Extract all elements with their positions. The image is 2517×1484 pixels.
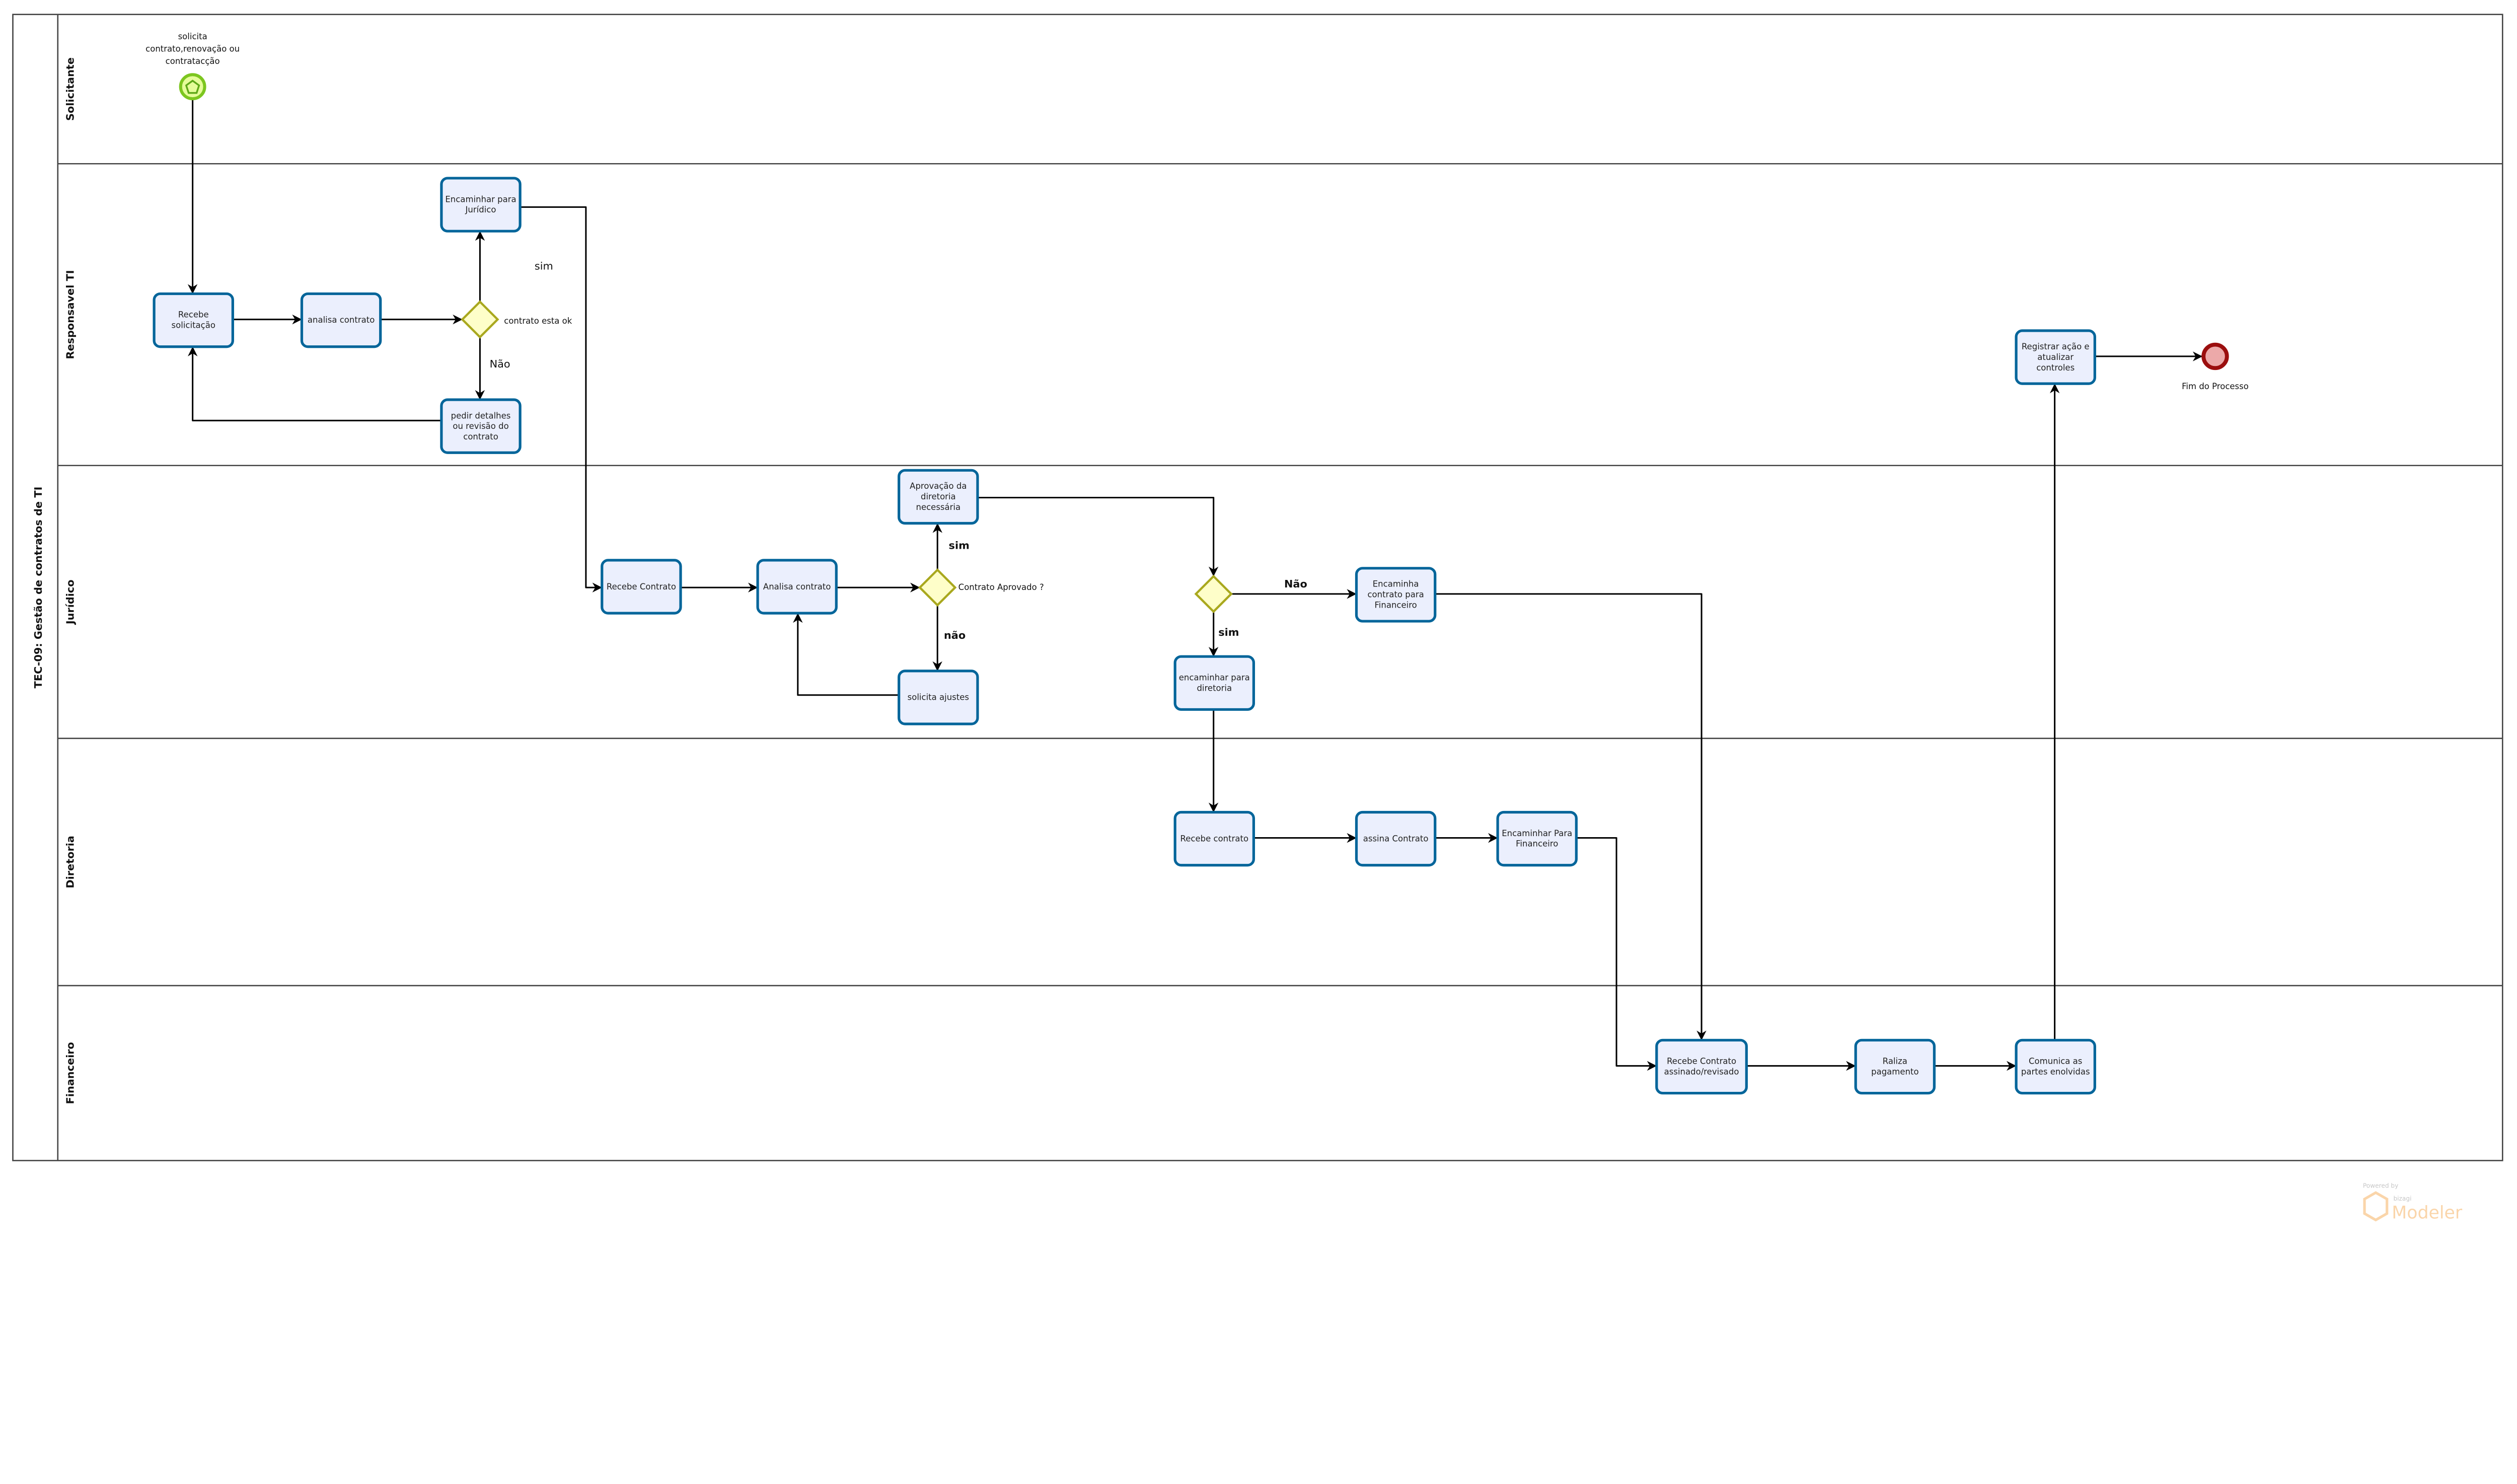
lane-diretoria: Diretoria <box>64 836 77 888</box>
task-label: analisa contrato <box>307 315 375 325</box>
task-encaminha-financeiro[interactable]: Encaminha contrato para Financeiro <box>1355 567 1437 623</box>
task-label: Encaminha contrato para Financeiro <box>1367 579 1424 610</box>
gateway-gw-contrato-ok[interactable] <box>461 300 499 339</box>
task-label: Encaminhar para Jurídico <box>445 194 516 215</box>
task-encaminhar-juridico[interactable]: Encaminhar para Jurídico <box>440 177 522 233</box>
start-event[interactable] <box>179 73 206 101</box>
pentagon-icon <box>185 80 200 94</box>
sequence-flow[interactable] <box>1435 593 1707 1041</box>
sequence-flow[interactable] <box>520 206 603 592</box>
task-label: Comunica as partes enolvidas <box>2021 1056 2090 1077</box>
sequence-flow[interactable] <box>977 496 1219 577</box>
task-label: Aprovação da diretoria necessária <box>910 481 967 512</box>
lane-solicitante: Solicitante <box>64 57 77 121</box>
start-event-label: solicita contrato,renovação ou contratac… <box>145 32 240 66</box>
task-assina-contrato[interactable]: assina Contrato <box>1355 810 1437 867</box>
bizagi-logo-icon <box>2363 1191 2389 1222</box>
gateway-label: Contrato Aprovado ? <box>958 582 1044 592</box>
task-comunica-partes[interactable]: Comunica as partes enolvidas <box>2015 1038 2096 1095</box>
sequence-flow[interactable] <box>187 346 441 421</box>
flow-label-sim-jur: sim <box>949 540 970 552</box>
lane-responsavel: Responsavel TI <box>64 270 77 359</box>
watermark-brand: bizagi <box>2393 1195 2411 1202</box>
task-label: Encaminhar Para Financeiro <box>1502 829 1573 849</box>
lane-financeiro: Financeiro <box>64 1042 77 1104</box>
task-recebe-contrato-dir[interactable]: Recebe contrato <box>1173 810 1255 867</box>
task-registrar-acao[interactable]: Registrar ação e atualizar controles <box>2015 329 2096 385</box>
gateway-label: contrato esta ok <box>504 316 572 326</box>
task-analisa-contrato-jur[interactable]: Analisa contrato <box>756 559 838 615</box>
flow-label-sim-ti: sim <box>535 260 553 272</box>
task-recebe-contrato-jur[interactable]: Recebe Contrato <box>601 559 682 615</box>
task-analisa-contrato-ti[interactable]: analisa contrato <box>300 292 382 348</box>
sequence-flow[interactable] <box>793 613 899 696</box>
gateway-gw-aprovado[interactable] <box>918 568 957 607</box>
task-label: pedir detalhes ou revisão do contrato <box>451 411 511 442</box>
task-label: Recebe Contrato assinado/revisado <box>1664 1056 1739 1077</box>
pool <box>12 14 2503 1161</box>
task-aprovacao-diretoria[interactable]: Aprovação da diretoria necessária <box>898 469 979 525</box>
task-encaminhar-diretoria[interactable]: encaminhar para diretoria <box>1173 655 1255 711</box>
task-label: Recebe contrato <box>1180 834 1249 844</box>
task-label: Analisa contrato <box>763 581 831 592</box>
task-label: Registrar ação e atualizar controles <box>2021 342 2090 373</box>
task-recebe-assinado[interactable]: Recebe Contrato assinado/revisado <box>1655 1038 1748 1095</box>
task-pedir-detalhes[interactable]: pedir detalhes ou revisão do contrato <box>440 398 522 454</box>
task-label: encaminhar para diretoria <box>1178 673 1250 693</box>
task-realiza-pagamento[interactable]: Raliza pagamento <box>1854 1038 1936 1095</box>
bpmn-diagram: TEC-09: Gestão de contratos de TI Solicit… <box>12 14 2503 1223</box>
flow-label-nao-ti: Não <box>490 358 510 370</box>
end-event[interactable] <box>2201 342 2229 370</box>
task-recebe-solicitacao[interactable]: Recebe solicitação <box>153 292 234 348</box>
end-event-label: Fim do Processo <box>2182 382 2249 392</box>
watermark-product: Modeler <box>2392 1203 2463 1223</box>
task-label: solicita ajustes <box>907 692 969 703</box>
flow-label-nao-dir: Não <box>1284 578 1307 590</box>
gateway-gw-diretoria[interactable] <box>1194 574 1233 613</box>
lane-juridico: Jurídico <box>64 579 77 625</box>
task-label: Recebe Contrato <box>606 581 676 592</box>
flow-label-sim-dir: sim <box>1218 626 1239 638</box>
flow-label-nao-jur: não <box>944 629 966 641</box>
task-encaminhar-para-financeiro[interactable]: Encaminhar Para Financeiro <box>1496 810 1578 867</box>
task-label: Raliza pagamento <box>1871 1056 1919 1077</box>
watermark-powered: Powered by <box>2363 1182 2398 1190</box>
task-solicita-ajustes[interactable]: solicita ajustes <box>898 670 979 725</box>
task-label: assina Contrato <box>1363 834 1429 844</box>
pool-title: TEC-09: Gestão de contratos de TI <box>32 487 44 689</box>
task-label: Recebe solicitação <box>171 310 215 331</box>
sequence-flow[interactable] <box>1576 837 1657 1071</box>
